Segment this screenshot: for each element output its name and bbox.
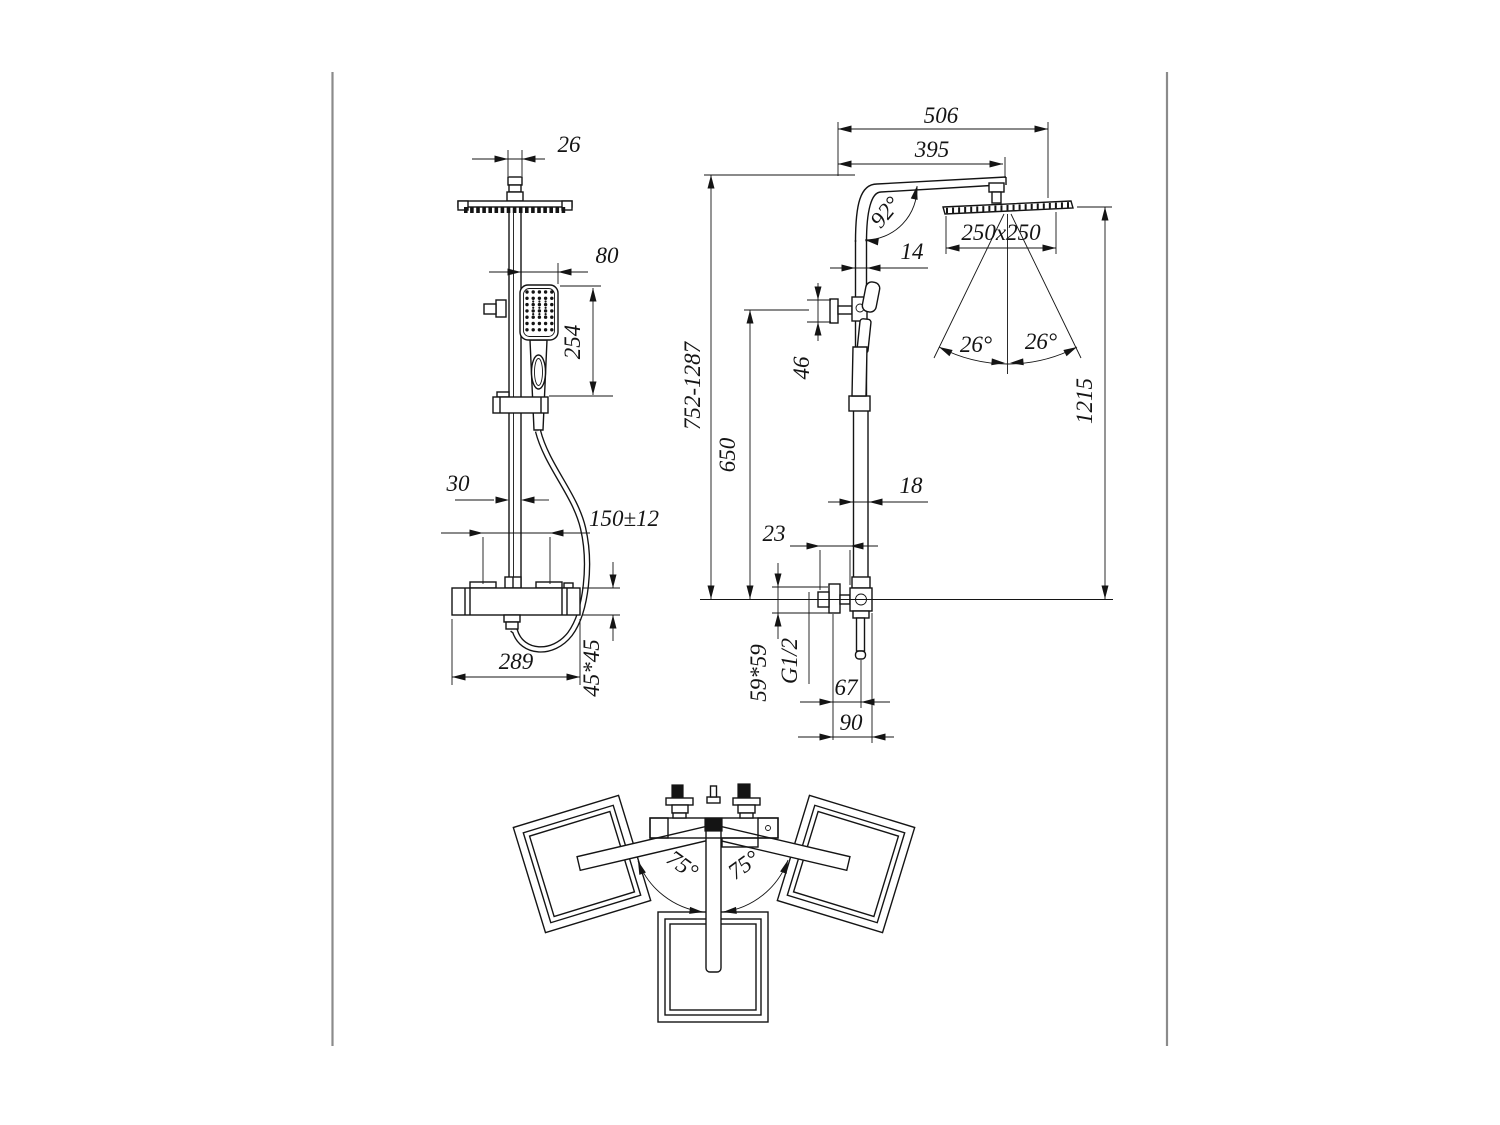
dim-upper-tube: 14 <box>901 239 924 264</box>
dim-valve-depth: 90 <box>840 710 864 735</box>
dimension-labels: 26 80 254 30 150±12 289 45*45 506 395 92… <box>446 103 1098 885</box>
dim-handle-clearance: 23 <box>763 521 786 546</box>
dim-connection-thread: G1/2 <box>777 638 802 684</box>
side-rain-head <box>942 182 1074 215</box>
dim-overall-depth: 506 <box>924 103 959 128</box>
dim-arm-reach: 395 <box>914 137 950 162</box>
dim-hand-shower-drop: 254 <box>560 325 585 360</box>
dim-height-range: 752-1287 <box>680 340 705 430</box>
front-view <box>451 176 591 653</box>
dim-spray-angle-right: 26° <box>1025 329 1057 354</box>
rain-head-nozzles-side <box>946 202 1069 214</box>
side-view <box>817 176 1082 660</box>
dim-valve-profile-side: 59*59 <box>746 644 771 702</box>
front-diverter-knob <box>483 299 507 318</box>
dim-outlet-depth: 67 <box>835 675 860 700</box>
dim-swivel-left: 75° <box>662 845 703 884</box>
dim-spray-angle-left: 26° <box>960 332 992 357</box>
rain-head-nozzles <box>464 207 566 213</box>
dim-holder-height: 46 <box>789 356 814 380</box>
dim-arm-angle: 92° <box>865 192 905 233</box>
dim-swivel-right: 75° <box>723 845 764 884</box>
side-valve <box>817 576 873 660</box>
dim-stem-width: 26 <box>558 132 582 157</box>
dim-hand-shower-width: 80 <box>596 243 620 268</box>
dim-rail-height: 650 <box>715 437 740 472</box>
top-arms <box>576 824 851 973</box>
front-valve <box>451 576 581 630</box>
dimension-arrows <box>452 125 1109 914</box>
dim-head-size: 250x250 <box>961 220 1041 245</box>
dim-valve-width: 289 <box>499 649 534 674</box>
dim-inlet-spacing: 150±12 <box>589 506 659 531</box>
hand-shower-nozzles <box>525 290 554 332</box>
front-rail <box>506 176 524 588</box>
front-slider-bracket <box>492 354 549 414</box>
top-valve-body <box>649 783 779 848</box>
front-hose <box>510 430 591 653</box>
page-border <box>331 72 1169 1046</box>
dimension-lines <box>441 122 1113 743</box>
dim-lower-tube: 18 <box>900 473 924 498</box>
dim-head-mount-height: 1215 <box>1072 378 1097 424</box>
dim-rail-width: 30 <box>446 471 471 496</box>
dim-valve-profile-front: 45*45 <box>579 639 604 697</box>
top-view <box>512 783 916 1023</box>
front-rain-head <box>457 200 573 213</box>
side-hand-shower-holder <box>829 281 881 397</box>
